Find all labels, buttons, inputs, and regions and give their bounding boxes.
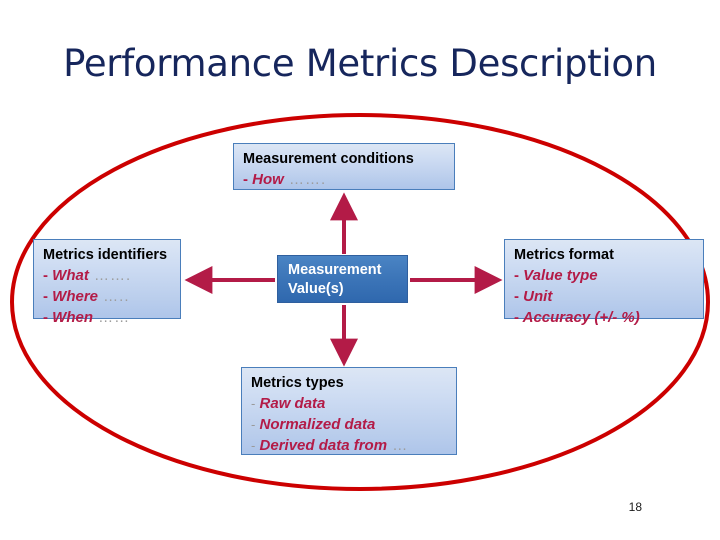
bullet-dash: -: [514, 267, 519, 284]
box-line-where: - Where …..: [43, 286, 180, 307]
bullet-dash: -: [243, 171, 248, 188]
bullet-text: What: [52, 267, 89, 284]
bullet-text: Accuracy (+/- %): [522, 309, 640, 326]
bullet-dash: -: [514, 288, 519, 305]
box-center-line-1: Measurement: [288, 262, 382, 278]
box-center-line-2: Value(s): [288, 281, 344, 297]
box-measurement-values[interactable]: Measurement Value(s): [277, 255, 408, 303]
bullet-dash: -: [43, 267, 48, 284]
box-line-how: - How …….: [243, 169, 454, 190]
bullet-text: Value type: [523, 267, 598, 284]
bullet-dash: -: [43, 309, 48, 326]
box-line-raw-data: - Raw data: [251, 393, 456, 414]
bullet-dash: -: [251, 438, 256, 453]
bullet-dots: …….: [88, 267, 132, 284]
bullet-dash: -: [251, 396, 256, 411]
box-line-accuracy: - Accuracy (+/- %): [514, 307, 703, 328]
bullet-text: How: [252, 171, 284, 188]
page-number: 18: [628, 500, 642, 514]
bullet-text: Derived data from: [259, 437, 388, 454]
box-line-value-type: - Value type: [514, 265, 703, 286]
box-title-metrics-identifiers: Metrics identifiers: [43, 247, 168, 263]
box-measurement-conditions[interactable]: Measurement conditions - How …….: [233, 143, 455, 190]
bullet-text: Unit: [523, 288, 553, 305]
box-metrics-format[interactable]: Metrics format - Value type - Unit - Acc…: [504, 239, 704, 326]
bullet-text: Where: [52, 288, 99, 305]
box-metrics-identifiers[interactable]: Metrics identifiers - What ……. - Where ……: [33, 239, 181, 326]
box-title-measurement-conditions: Measurement conditions: [243, 151, 414, 167]
bullet-text: Normalized data: [259, 416, 376, 433]
bullet-text: Raw data: [259, 395, 326, 412]
box-line-unit: - Unit: [514, 286, 703, 307]
bullet-dash: -: [43, 288, 48, 305]
bullet-dots: …..: [98, 288, 130, 305]
page-title: Performance Metrics Description: [63, 42, 657, 85]
bullet-dots: …….: [283, 171, 327, 188]
box-title-metrics-format: Metrics format: [514, 247, 614, 263]
box-line-what: - What …….: [43, 265, 180, 286]
box-line-when: - When ……: [43, 307, 180, 328]
box-title-metrics-types: Metrics types: [251, 375, 344, 391]
box-line-normalized-data: - Normalized data: [251, 414, 456, 435]
bullet-dash: -: [251, 417, 256, 432]
bullet-text: When: [52, 309, 93, 326]
box-metrics-types[interactable]: Metrics types - Raw data - Normalized da…: [241, 367, 457, 455]
bullet-dots: ……: [93, 309, 131, 326]
bullet-dots: …: [387, 437, 409, 454]
bullet-dash: -: [514, 309, 519, 326]
box-line-derived-data: - Derived data from …: [251, 435, 456, 456]
